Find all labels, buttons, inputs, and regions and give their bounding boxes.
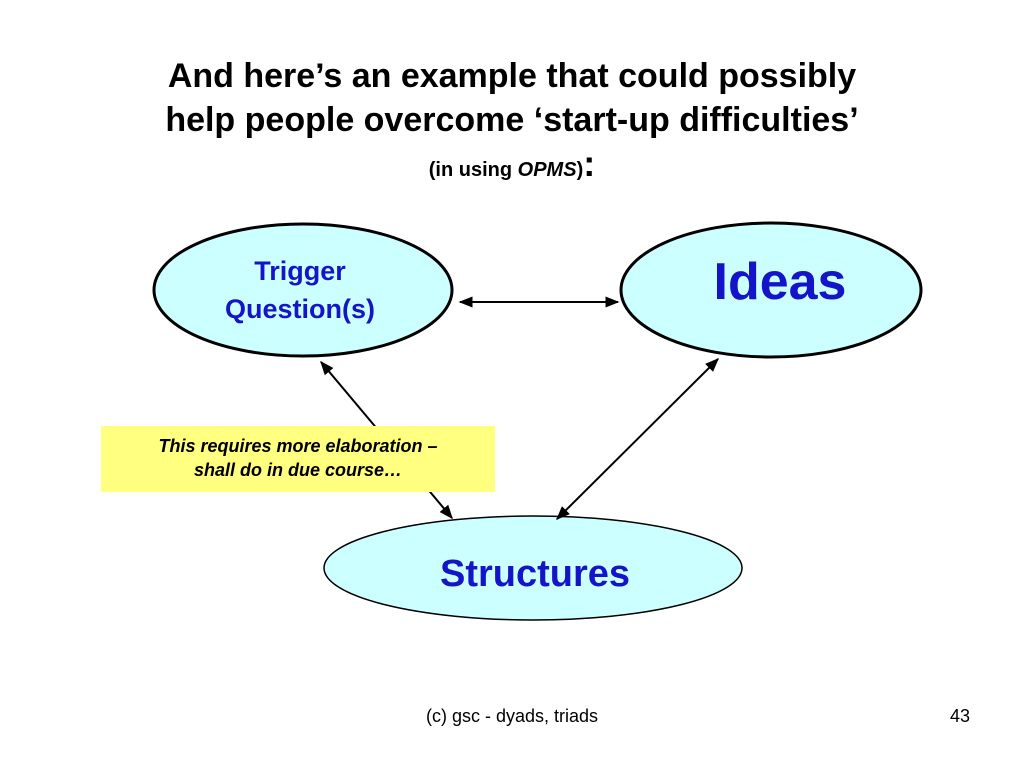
title-line-1: And here’s an example that could possibl… bbox=[167, 57, 857, 95]
structures-label: Structures bbox=[439, 553, 631, 595]
subtitle-colon: : bbox=[583, 143, 596, 184]
node-structures bbox=[323, 515, 743, 621]
note-line-2: shall do in due course… bbox=[193, 460, 403, 480]
title-line-2: help people overcome ‘start-up difficult… bbox=[165, 101, 859, 139]
trigger-label-line-1: Trigger bbox=[254, 256, 346, 286]
subtitle-prefix: (in using bbox=[428, 159, 518, 181]
footer-text: (c) gsc - dyads, triads bbox=[425, 706, 599, 726]
slide-subtitle: (in using OPMS): bbox=[0, 146, 1024, 182]
page-number: 43 bbox=[949, 706, 970, 726]
subtitle-emphasis: OPMS bbox=[517, 159, 577, 181]
ideas-label: Ideas bbox=[713, 253, 847, 311]
slide-title: And here’s an example that could possibl… bbox=[40, 54, 984, 142]
elaboration-note: This requires more elaboration – shall d… bbox=[101, 426, 495, 492]
node-trigger-questions bbox=[152, 222, 454, 358]
trigger-questions-label: Trigger Question(s) bbox=[175, 252, 425, 328]
subtitle-suffix: ) bbox=[576, 159, 584, 181]
trigger-label-line-2: Question(s) bbox=[224, 294, 375, 324]
note-line-1: This requires more elaboration – bbox=[158, 436, 438, 456]
edge-ideas-structures bbox=[556, 358, 719, 520]
node-ideas bbox=[619, 221, 923, 359]
